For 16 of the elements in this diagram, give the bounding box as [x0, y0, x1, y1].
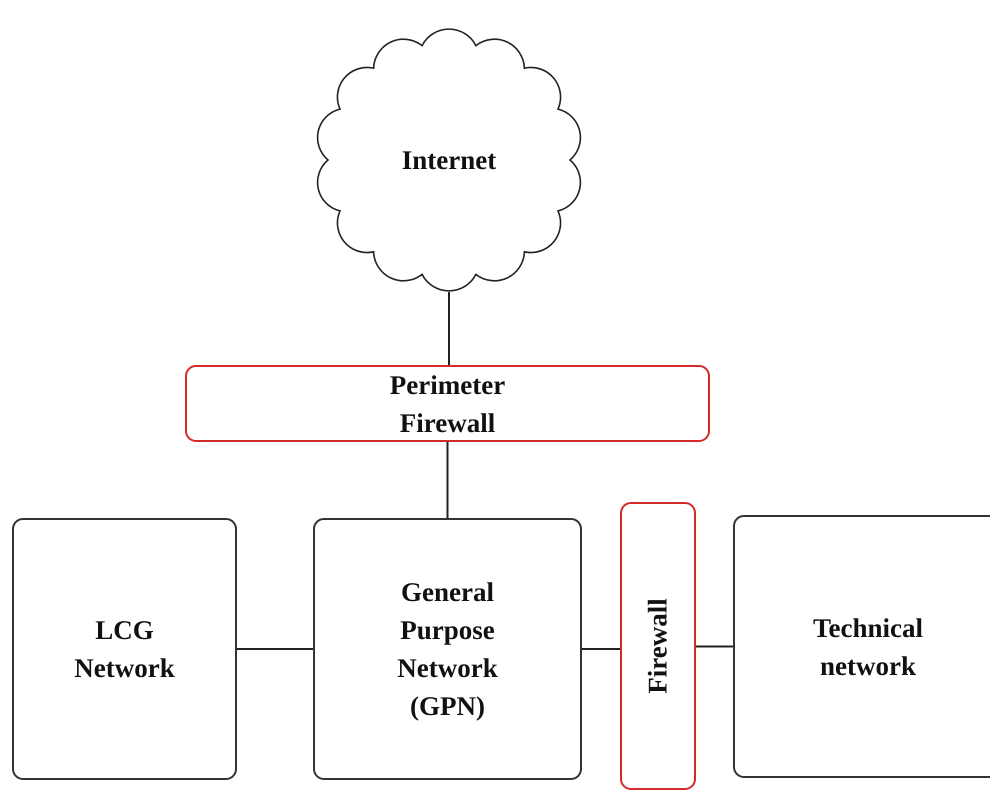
network-box	[733, 515, 990, 778]
firewall-box	[185, 365, 710, 442]
connector-line	[696, 646, 733, 648]
node-label: LCG Network	[73, 614, 176, 685]
firewall-box	[620, 502, 696, 790]
connector-line	[446, 442, 448, 518]
connector-line	[237, 648, 313, 650]
node-label: Technical network	[812, 612, 924, 682]
node-label: Internet	[402, 144, 496, 177]
node-label: Perimeter Firewall	[388, 368, 506, 440]
node-label: Firewall	[642, 598, 674, 694]
connector-line	[448, 292, 450, 365]
network-box	[313, 518, 582, 780]
network-box	[12, 518, 237, 780]
node-label: General Purpose Network (GPN)	[396, 576, 499, 723]
connector-line	[582, 648, 620, 650]
